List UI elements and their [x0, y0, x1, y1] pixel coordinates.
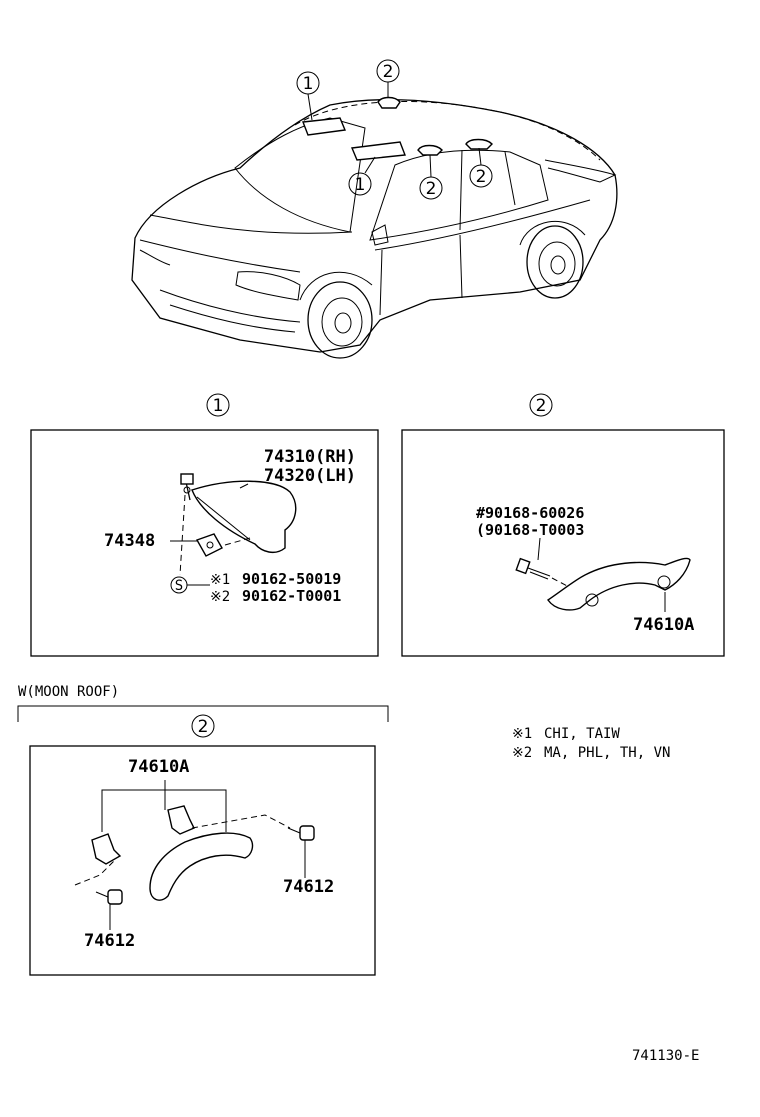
screw-mark-2: ※2 — [210, 589, 230, 605]
label-90168-60026: #90168-60026 — [476, 504, 584, 522]
grip-location-2 — [417, 144, 443, 156]
label-74612-left: 74612 — [84, 931, 135, 951]
car-callout-2a: 2 — [376, 59, 400, 98]
car-illustration — [131, 99, 618, 359]
section-moonroof-callout: 2 — [191, 714, 215, 738]
label-74610a: 74610A — [633, 615, 694, 635]
label-90162-50019: 90162-50019 — [242, 570, 341, 588]
label-74320-lh: 74320(LH) — [264, 466, 356, 486]
car-callout-2c: 2 — [469, 147, 493, 188]
figure-code: 741130-E — [632, 1048, 699, 1064]
grip-location-1 — [377, 96, 401, 109]
label-90162-t0001: 90162-T0001 — [242, 587, 341, 605]
clip-right-74612 — [287, 825, 315, 841]
label-74612-right: 74612 — [283, 877, 334, 897]
moonroof-title: W(MOON ROOF) — [18, 684, 119, 700]
section-1-callout: 1 — [206, 393, 230, 417]
svg-text:1: 1 — [303, 74, 314, 94]
car-callout-1b: 1 — [348, 156, 376, 196]
visor-holder — [195, 533, 223, 557]
assist-grip — [547, 557, 691, 611]
grip-leader-bracket — [101, 789, 227, 832]
car-callout-1a: 1 — [296, 71, 320, 121]
section-1-frame — [30, 429, 379, 657]
visor-location-rh — [302, 117, 346, 136]
moonroof-bracket — [17, 705, 389, 722]
svg-text:2: 2 — [536, 396, 547, 416]
svg-text:2: 2 — [383, 62, 394, 82]
screw-mark-1: ※1 — [210, 572, 230, 588]
sun-visor — [180, 473, 297, 554]
clip-left — [91, 833, 122, 865]
label-90168-t0003: (90168-T0003 — [476, 521, 584, 539]
section-2-frame — [401, 429, 725, 657]
screw-symbol-label: S — [175, 578, 183, 594]
note-2-mark: ※2 — [512, 745, 532, 761]
note-2-text: MA, PHL, TH, VN — [544, 745, 670, 761]
label-74610a-moonroof: 74610A — [128, 757, 189, 777]
moonroof-frame — [29, 745, 376, 976]
svg-text:1: 1 — [355, 175, 366, 195]
label-74310-rh: 74310(RH) — [264, 447, 356, 467]
note-1-mark: ※1 — [512, 726, 532, 742]
grip-location-3 — [465, 138, 493, 150]
svg-text:2: 2 — [198, 717, 209, 737]
clip-center — [167, 805, 195, 835]
clip-left-74612 — [95, 889, 123, 905]
section-2-callout: 2 — [529, 393, 553, 417]
grip-screw — [515, 557, 551, 580]
moonroof-grip — [149, 832, 254, 901]
svg-text:1: 1 — [213, 396, 224, 416]
label-74348: 74348 — [104, 531, 155, 551]
visor-location-lh — [350, 141, 406, 161]
svg-text:2: 2 — [476, 167, 487, 187]
note-1-text: CHI, TAIW — [544, 726, 620, 742]
car-callout-2b: 2 — [419, 154, 443, 200]
svg-text:2: 2 — [426, 179, 437, 199]
